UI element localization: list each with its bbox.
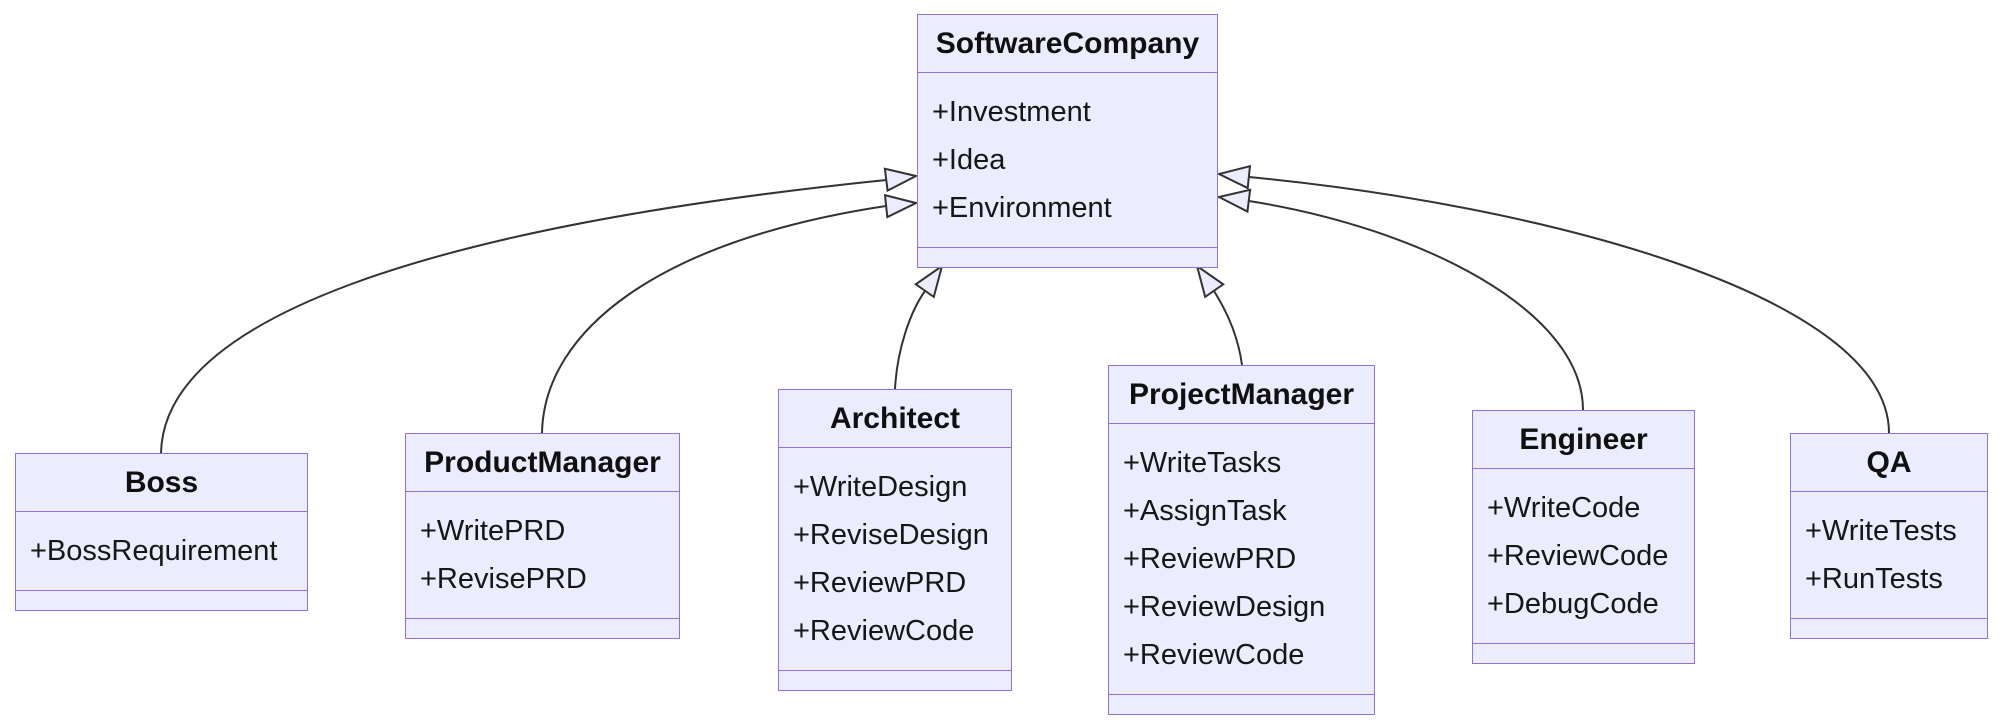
inheritance-edge-productmanager-to-softwarecompany [541,205,887,434]
class-members-productmanager: +WritePRD +RevisePRD [406,491,679,619]
class-methods-empty [1791,619,1987,638]
class-box-boss: Boss +BossRequirement [15,453,308,611]
class-name-softwarecompany: SoftwareCompany [935,26,1200,60]
class-member: +ReviewDesign [1123,591,1326,623]
class-name-projectmanager: ProjectManager [1128,377,1355,411]
inheritance-arrowhead-boss [883,167,919,193]
class-box-softwarecompany: SoftwareCompany +Investment +Idea +Envir… [917,14,1218,268]
inheritance-edge-architect-to-softwarecompany [894,290,926,390]
class-member: +WriteCode [1487,492,1641,524]
class-methods-empty [406,619,679,638]
class-members-boss: +BossRequirement [16,511,307,591]
class-member: +RunTests [1805,563,1943,595]
class-methods-empty [16,591,307,610]
class-member: +RevisePRD [420,563,587,595]
class-name-productmanager: ProductManager [424,445,661,479]
class-member: +ReviewCode [793,615,975,647]
class-name-qa: QA [1866,445,1912,479]
class-member: +DebugCode [1487,588,1659,620]
class-member: +AssignTask [1123,495,1287,527]
class-members-engineer: +WriteCode +ReviewCode +DebugCode [1473,468,1694,644]
class-member: +BossRequirement [30,535,278,567]
inheritance-edge-engineer-to-softwarecompany [1248,200,1584,411]
inheritance-edge-qa-to-softwarecompany [1248,176,1890,434]
class-member: +Environment [932,192,1112,224]
class-name-engineer: Engineer [1519,422,1648,456]
class-box-engineer: Engineer +WriteCode +ReviewCode +DebugCo… [1472,410,1695,664]
class-members-architect: +WriteDesign +ReviseDesign +ReviewPRD +R… [779,447,1011,671]
class-member: +WritePRD [420,515,566,547]
inheritance-arrowhead-qa [1216,164,1252,190]
class-member: +Investment [932,96,1091,128]
class-box-qa: QA +WriteTests +RunTests [1790,433,1988,639]
class-member: +ReviewPRD [1123,543,1297,575]
inheritance-arrowhead-productmanager [883,193,919,219]
class-name-boss: Boss [124,465,199,499]
inheritance-arrowhead-architect [914,263,944,299]
class-methods-empty [918,248,1217,267]
class-methods-empty [779,671,1011,690]
inheritance-arrowhead-engineer [1216,188,1252,214]
class-box-projectmanager: ProjectManager +WriteTasks +AssignTask +… [1108,365,1375,715]
class-name-architect: Architect [829,401,961,435]
class-members-projectmanager: +WriteTasks +AssignTask +ReviewPRD +Revi… [1109,423,1374,695]
class-members-softwarecompany: +Investment +Idea +Environment [918,72,1217,248]
class-member: +WriteTests [1805,515,1957,547]
class-methods-empty [1109,695,1374,714]
class-member: +WriteTasks [1123,447,1282,479]
class-member: +Idea [932,144,1006,176]
class-member: +ReviewPRD [793,567,967,599]
inheritance-arrowhead-projectmanager [1195,263,1225,299]
inheritance-edge-boss-to-softwarecompany [160,179,887,454]
class-box-architect: Architect +WriteDesign +ReviseDesign +Re… [778,389,1012,691]
class-member: +ReviewCode [1123,639,1305,671]
class-member: +WriteDesign [793,471,968,503]
class-methods-empty [1473,644,1694,663]
inheritance-edge-projectmanager-to-softwarecompany [1213,290,1243,366]
class-member: +ReviewCode [1487,540,1669,572]
class-member: +ReviseDesign [793,519,989,551]
class-box-productmanager: ProductManager +WritePRD +RevisePRD [405,433,680,639]
class-members-qa: +WriteTests +RunTests [1791,491,1987,619]
